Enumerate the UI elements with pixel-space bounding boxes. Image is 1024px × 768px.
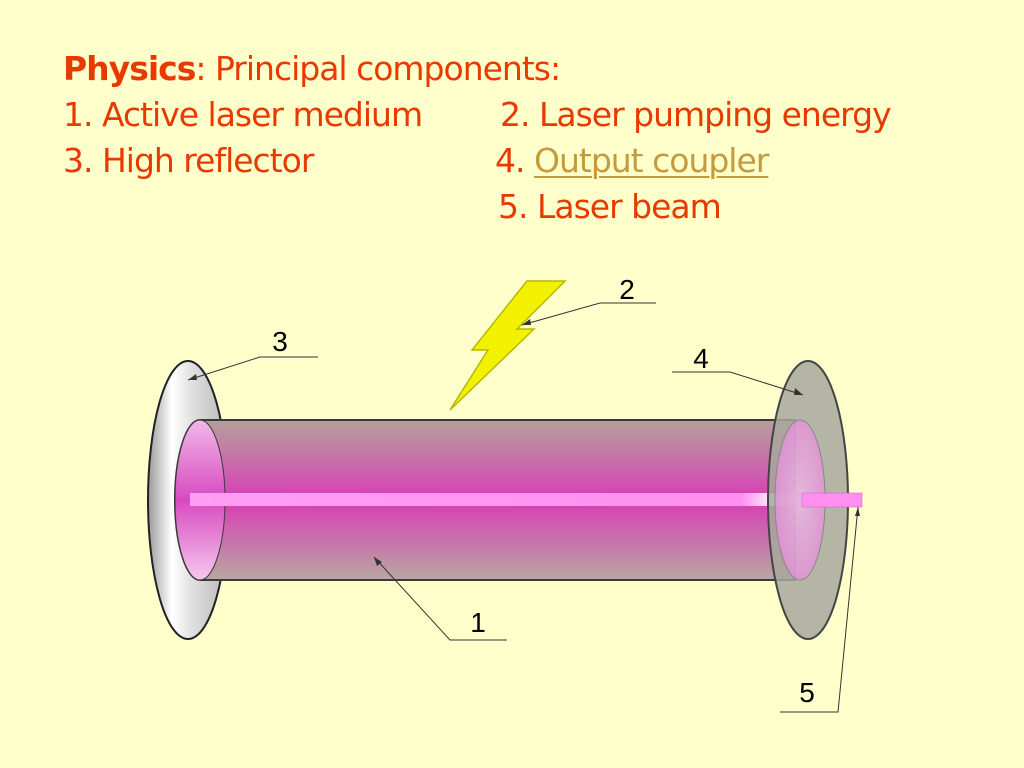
arrowhead-3 [188,374,197,380]
physics-heading: Physics [63,49,196,88]
leader-line-4 [672,371,804,396]
title-line-4: 5. Laser beam [63,184,1003,230]
item-high-reflector: 3. High reflector [63,141,314,180]
item-laser-pumping-energy: 2. Laser pumping energy [500,95,892,134]
arrowhead-2 [522,319,531,325]
title-line-3: 3. High reflector 4. Output coupler [63,138,1003,184]
item-active-laser-medium: 1. Active laser medium [63,95,423,134]
label-4: 4 [693,343,709,374]
label-2: 2 [619,274,635,305]
principal-components-heading: : Principal components: [195,49,561,88]
lightning-bolt-icon [449,280,567,411]
arrowhead-5 [855,507,860,516]
label-1: 1 [470,607,486,638]
label-3: 3 [272,326,288,357]
label-5: 5 [799,677,815,708]
internal-beam [190,493,802,506]
leader-line-1 [373,556,507,641]
output-coupler-link[interactable]: Output coupler [533,141,769,180]
arrowhead-4 [794,388,803,395]
item-output-coupler: 4. Output coupler [495,138,769,184]
item-output-coupler-number: 4. [495,141,534,180]
title-line-2: 1. Active laser medium 2. Laser pumping … [63,92,1003,138]
title-line-1: Physics: Principal components: [63,46,1003,92]
leader-line-2 [521,302,656,326]
leader-line-5 [780,506,859,713]
arrowhead-1 [374,557,382,566]
title-block: Physics: Principal components: 1. Active… [63,46,1003,230]
laser-beam-output [801,492,863,508]
leader-line-3 [187,356,318,381]
item-laser-beam: 5. Laser beam [498,187,722,226]
